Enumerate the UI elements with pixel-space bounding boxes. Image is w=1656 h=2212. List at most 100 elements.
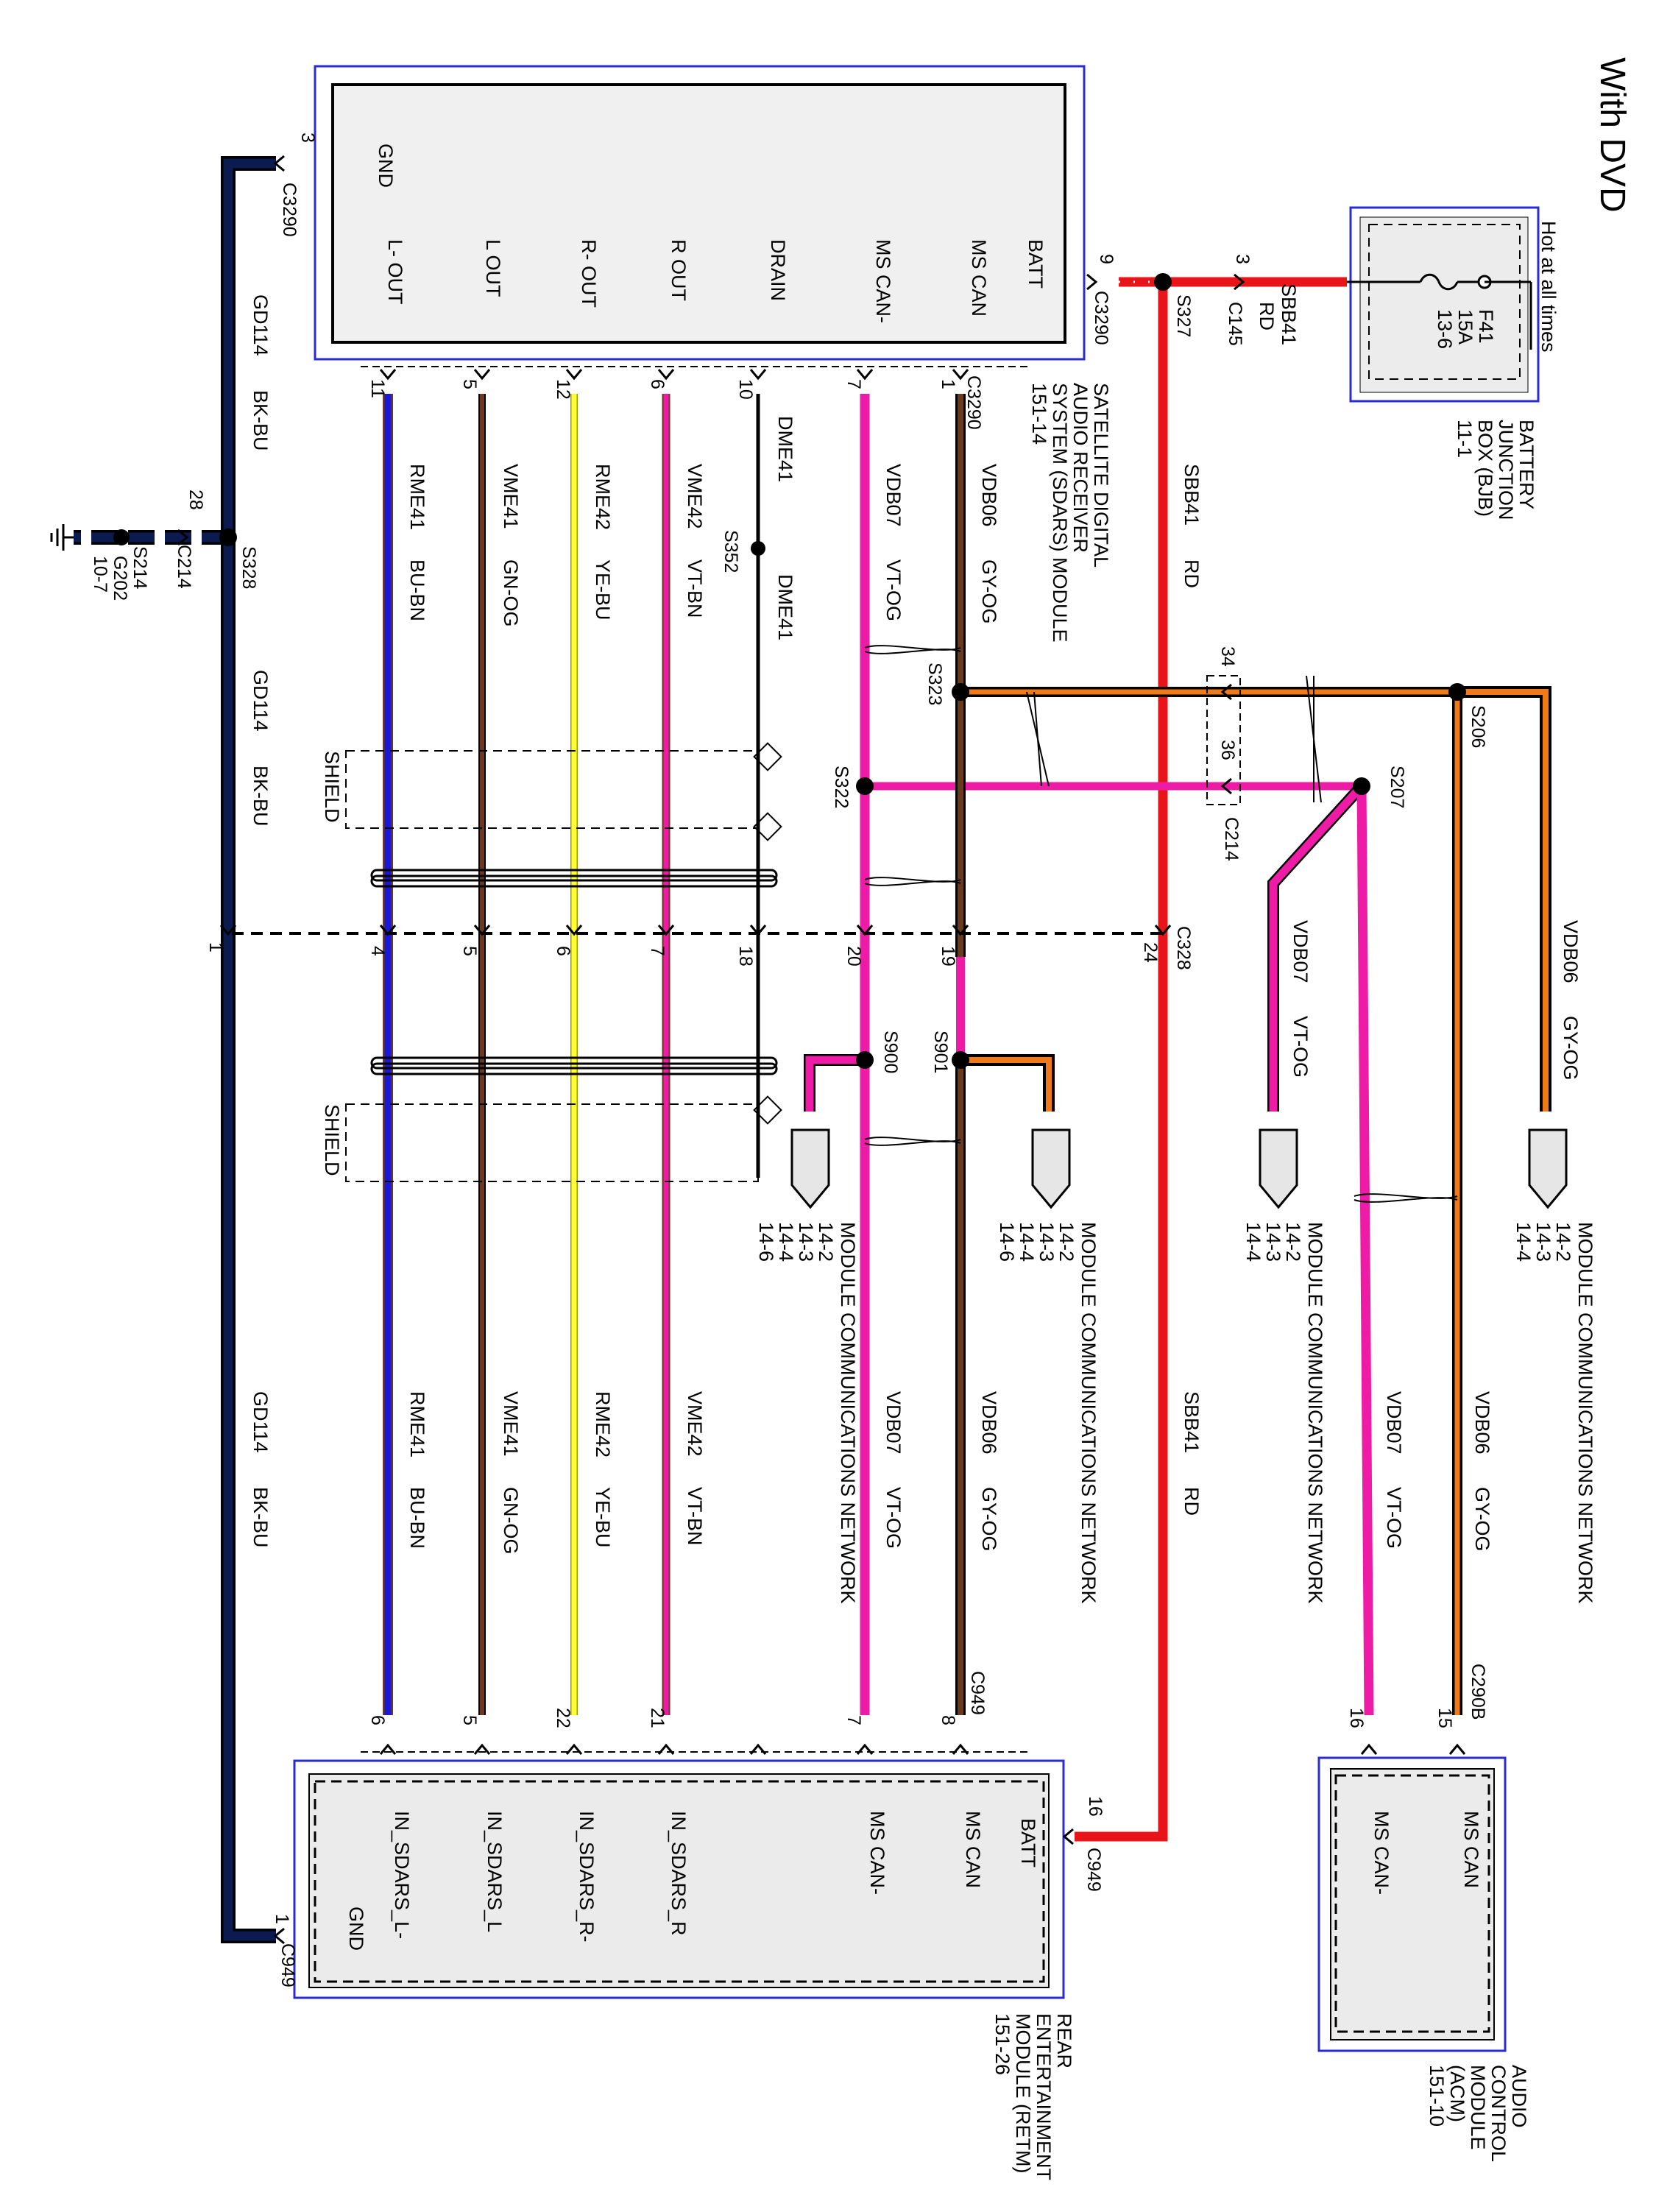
pin-number-c3290-can-neg: 7 bbox=[843, 379, 864, 389]
circuit-bubn: BU-BN bbox=[406, 1487, 428, 1549]
pin-arrow bbox=[273, 155, 285, 172]
retm-pin-label: MS CAN- bbox=[866, 1811, 888, 1895]
sdars-label-3: SYSTEM (SDARS) MODULE bbox=[1049, 383, 1071, 643]
connector-c3290-batt: C3290 bbox=[1091, 291, 1111, 345]
circuit-gyog: GY-OG bbox=[978, 559, 1000, 624]
splice-s322: S322 bbox=[831, 766, 852, 808]
connector-c328: C328 bbox=[1173, 926, 1194, 970]
sdars-pin-label: R OUT bbox=[668, 239, 690, 301]
retm-pin-label: IN_SDARS_L bbox=[484, 1811, 506, 1932]
c214-connector-box bbox=[1206, 675, 1241, 805]
circuit-vme41: VME41 bbox=[500, 464, 522, 529]
retm-module bbox=[293, 1759, 1065, 1999]
splice-s352: S352 bbox=[721, 530, 741, 573]
sdars-pin-label: DRAIN bbox=[767, 239, 789, 301]
pin-number-c3290-gnd: 3 bbox=[297, 132, 318, 143]
fuse-id: F41 bbox=[1475, 309, 1497, 344]
pin-arrow bbox=[856, 369, 874, 381]
acm-pin-ms-can: MS CAN bbox=[1460, 1811, 1482, 1888]
mcn-label: MODULE COMMUNICATIONS NETWORK bbox=[1574, 1222, 1596, 1604]
shield-dashed bbox=[345, 742, 782, 1182]
hot-at-all-times-label: Hot at all times bbox=[1538, 221, 1560, 353]
circuit-gd114: GD114 bbox=[250, 670, 272, 732]
acm-label-5: 151-10 bbox=[1426, 2065, 1448, 2127]
circuit-rd-upper: RD bbox=[1181, 559, 1203, 588]
mcn-ref: 14-3 bbox=[1036, 1222, 1058, 1262]
circuit-vme42: VME42 bbox=[684, 1391, 706, 1457]
pin-number-c3290-rout: 6 bbox=[647, 379, 668, 389]
circuit-vtbn: VT-BN bbox=[684, 1487, 706, 1546]
pin-number-c3290-batt: 9 bbox=[1096, 254, 1117, 264]
retm-label-3: MODULE (RETM) bbox=[1012, 2013, 1034, 2174]
circuit-sbb41-lower: SBB41 bbox=[1181, 1391, 1203, 1453]
pin-arrow bbox=[952, 1743, 969, 1755]
pin-arrow bbox=[473, 369, 491, 381]
pin-arrow bbox=[952, 925, 969, 936]
circuit-rme41: RME41 bbox=[406, 1391, 428, 1457]
connector-c3290-can: C3290 bbox=[963, 375, 984, 430]
pin-arrow bbox=[657, 1743, 675, 1755]
pin-arrow bbox=[565, 925, 583, 936]
retm-label-2: ENTERTAINMENT bbox=[1033, 2013, 1055, 2180]
splice-s327: S327 bbox=[1173, 294, 1194, 337]
pin-number-c3290-lout-neg: 11 bbox=[367, 379, 388, 398]
splice-s206: S206 bbox=[1468, 705, 1488, 748]
retm-label-1: REAR bbox=[1053, 2013, 1075, 2068]
sdars-pin-label: MS CAN bbox=[968, 239, 990, 317]
pin-number-c3290-drain: 10 bbox=[735, 379, 756, 400]
pin-arrow bbox=[1234, 273, 1245, 291]
circuit-dme41-a: DME41 bbox=[774, 416, 796, 482]
circuit-sbb41-bjb: SBB41 bbox=[1278, 283, 1300, 345]
retm-pin-label: IN_SDARS_R bbox=[668, 1811, 690, 1936]
sdars-pin-label: BATT bbox=[1025, 239, 1047, 289]
circuit-yebu: YE-BU bbox=[592, 559, 614, 621]
circuit-vtog: VT-OG bbox=[882, 1487, 905, 1549]
circuit-vdb07: VDB07 bbox=[1289, 920, 1312, 983]
pin-number-c3290-can: 1 bbox=[938, 379, 958, 389]
pin-number-c328-gnd: 1 bbox=[205, 942, 226, 953]
mcn-label: MODULE COMMUNICATIONS NETWORK bbox=[1304, 1222, 1326, 1604]
retm-label-4: 151-26 bbox=[991, 2013, 1013, 2075]
pin-number-c949-can: 8 bbox=[938, 1715, 958, 1725]
pin-number-c949-batt: 16 bbox=[1085, 1796, 1105, 1817]
pin-arrow bbox=[177, 529, 189, 546]
mcn-ref: 14-3 bbox=[1532, 1222, 1554, 1262]
pin-arrow bbox=[473, 1743, 491, 1755]
acm-label-4: (ACM) bbox=[1446, 2065, 1468, 2122]
pin-number-c949-gnd: 1 bbox=[272, 1914, 292, 1924]
acm-label-3: MODULE bbox=[1467, 2065, 1489, 2150]
acm-module bbox=[1317, 1756, 1507, 2052]
pin-number-c328-can: 19 bbox=[938, 946, 958, 967]
mcn-ref: 14-3 bbox=[795, 1222, 817, 1262]
pin-arrow bbox=[1154, 925, 1172, 936]
comm-arrows bbox=[790, 1128, 1568, 1209]
fuse-ref: 13-6 bbox=[1434, 309, 1456, 349]
circuit-bubn: BU-BN bbox=[406, 559, 428, 621]
circuit-vme42: VME42 bbox=[684, 464, 706, 529]
sdars-label-1: SATELLITE DIGITAL bbox=[1090, 383, 1112, 568]
retm-pin-label: IN_SDARS_L- bbox=[391, 1811, 413, 1939]
splice-s207: S207 bbox=[1387, 766, 1407, 808]
diagram-title: With DVD bbox=[1593, 57, 1632, 213]
pin-arrow bbox=[657, 925, 675, 936]
pin-arrow bbox=[1360, 1743, 1378, 1755]
pin-arrow bbox=[473, 925, 491, 936]
circuit-vtbn: VT-BN bbox=[684, 559, 706, 618]
circuit-vdb07: VDB07 bbox=[882, 1391, 905, 1455]
mcn-ref: 14-4 bbox=[1016, 1222, 1038, 1262]
mcn-ref: 14-4 bbox=[775, 1222, 797, 1262]
pin-number-c328-rout: 7 bbox=[647, 946, 668, 956]
circuit-vtog: VT-OG bbox=[1289, 1016, 1312, 1078]
mcn-label: MODULE COMMUNICATIONS NETWORK bbox=[837, 1222, 859, 1604]
circuit-vdb07: VDB07 bbox=[1383, 1391, 1405, 1455]
pin-number-c3290-rout-neg: 12 bbox=[553, 379, 573, 400]
splice-s323: S323 bbox=[924, 662, 945, 705]
circuit-rd-lower: RD bbox=[1181, 1487, 1203, 1516]
shield-bands bbox=[370, 869, 778, 1075]
circuit-gd114: GD114 bbox=[250, 294, 272, 356]
splice-dots bbox=[113, 273, 1466, 1069]
circuit-vdb06: VDB06 bbox=[978, 1391, 1000, 1455]
circuit-gyog: GY-OG bbox=[978, 1487, 1000, 1552]
pin-number-c328-rout-neg: 6 bbox=[553, 946, 573, 956]
